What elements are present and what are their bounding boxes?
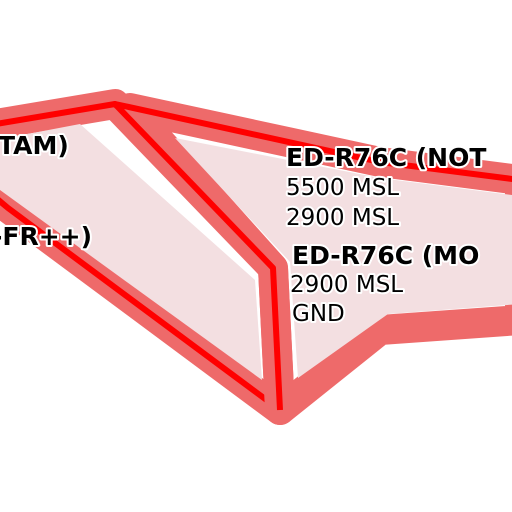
label-mon-name: ED-R76C (MO bbox=[292, 241, 479, 270]
label-left-top: TAM) bbox=[0, 131, 69, 160]
label-notam-lower: 2900 MSL bbox=[286, 205, 399, 231]
label-left-bottom: -FR++) bbox=[0, 222, 92, 251]
label-mon-upper: 2900 MSL bbox=[290, 272, 403, 298]
label-mon-lower: GND bbox=[292, 301, 345, 327]
label-notam-name: ED-R76C (NOT bbox=[286, 143, 486, 172]
airspace-left-fill bbox=[0, 124, 262, 380]
label-notam-upper: 5500 MSL bbox=[286, 175, 399, 201]
airspace-right-fill bbox=[175, 138, 512, 378]
airspace-right-boundary bbox=[112, 101, 512, 411]
airspace-right[interactable] bbox=[112, 93, 512, 425]
